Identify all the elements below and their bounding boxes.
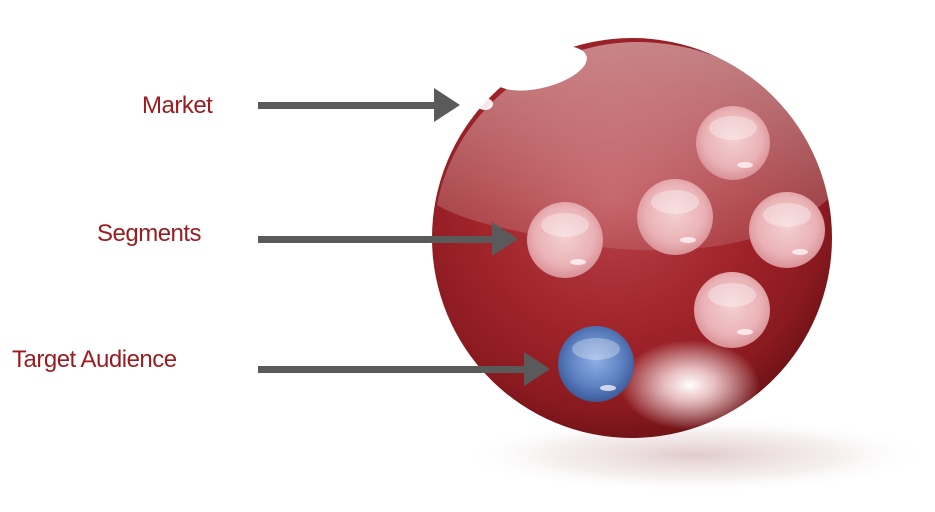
label-market: Market: [142, 94, 212, 118]
right-arrow-icon: [258, 88, 460, 122]
bubble-icon: [694, 272, 770, 348]
label-target-audience: Target Audience: [12, 348, 177, 372]
bubble-icon: [696, 106, 770, 180]
bubble-icon: [749, 192, 825, 268]
bubble-icon: [637, 179, 713, 255]
blue-bubble-icon: [558, 326, 634, 402]
bubble-icon: [527, 202, 603, 278]
label-segments: Segments: [97, 222, 201, 246]
